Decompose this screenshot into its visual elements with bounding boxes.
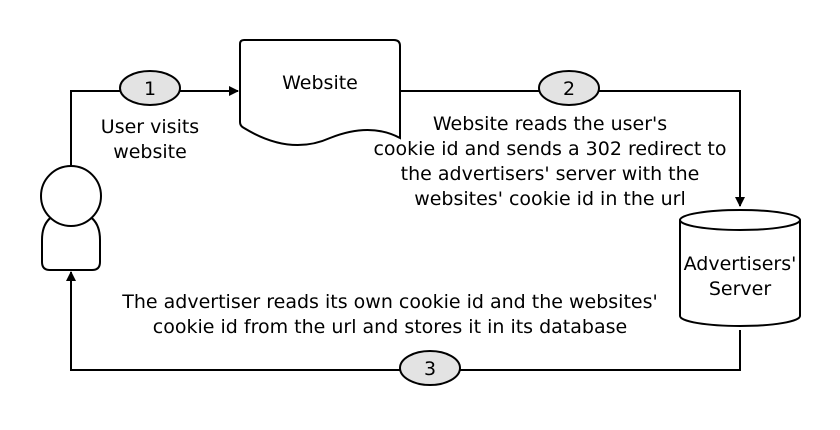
step-2-badge [538,70,600,106]
server-cylinder-shape [679,209,801,327]
connector-website-to-server [400,90,745,207]
step-1-description: User visits website [100,116,200,163]
step-3-badge [399,350,461,386]
server-label-line-1: Advertisers' [683,253,797,275]
user-icon [40,165,102,271]
website-label: Website [282,72,358,94]
website-document-shape [239,39,401,147]
step-3-description: The advertiser reads its own cookie id a… [122,291,658,338]
server-label: Advertisers' Server [670,252,810,302]
connector-user-to-website [70,86,239,166]
step-1-number: 1 [144,78,156,100]
step-2-description: Website reads the user's cookie id and s… [373,113,727,210]
step-3-number: 3 [424,358,436,380]
server-label-line-2: Server [708,278,772,300]
step-1-badge [119,70,181,106]
step-2-number: 2 [563,78,575,100]
